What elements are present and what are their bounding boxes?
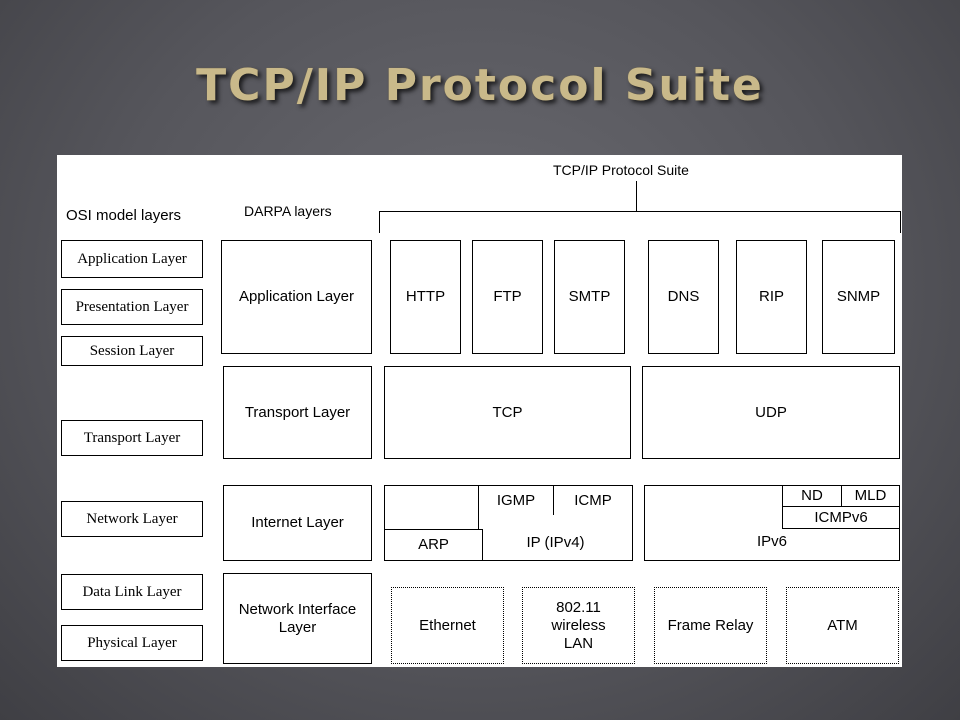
- osi-application-layer: Application Layer: [61, 240, 203, 278]
- darpa-application-layer: Application Layer: [221, 240, 372, 354]
- protocol-dns: DNS: [648, 240, 719, 354]
- protocol-igmp: IGMP: [478, 485, 554, 516]
- protocol-rip: RIP: [736, 240, 807, 354]
- darpa-header: DARPA layers: [244, 203, 332, 219]
- osi-session-layer: Session Layer: [61, 336, 203, 366]
- interface-atm: ATM: [786, 587, 899, 664]
- interface-ethernet: Ethernet: [391, 587, 504, 664]
- osi-network-layer: Network Layer: [61, 501, 203, 537]
- suite-bracket-line: [379, 211, 901, 212]
- osi-transport-layer: Transport Layer: [61, 420, 203, 456]
- darpa-internet-layer: Internet Layer: [223, 485, 372, 561]
- protocol-snmp: SNMP: [822, 240, 895, 354]
- interface-frame-relay: Frame Relay: [654, 587, 767, 664]
- protocol-mld: MLD: [841, 485, 900, 507]
- interface-wireless-lan: 802.11 wireless LAN: [522, 587, 635, 664]
- protocol-tcp: TCP: [384, 366, 631, 459]
- protocol-nd: ND: [782, 485, 842, 507]
- suite-bracket-left: [379, 211, 380, 233]
- protocol-icmp: ICMP: [553, 485, 633, 516]
- protocol-arp: ARP: [384, 529, 483, 561]
- suite-connector-line: [636, 181, 637, 211]
- osi-presentation-layer: Presentation Layer: [61, 289, 203, 325]
- tcpip-diagram: TCP/IP Protocol Suite OSI model layers D…: [57, 155, 902, 667]
- osi-data-link-layer: Data Link Layer: [61, 574, 203, 610]
- darpa-transport-layer: Transport Layer: [223, 366, 372, 459]
- darpa-network-interface-layer: Network Interface Layer: [223, 573, 372, 664]
- suite-label: TCP/IP Protocol Suite: [553, 162, 689, 178]
- protocol-ipv4: IP (IPv4): [478, 515, 633, 561]
- suite-bracket-right: [900, 211, 901, 233]
- protocol-http: HTTP: [390, 240, 461, 354]
- slide-title: TCP/IP Protocol Suite: [196, 60, 764, 111]
- protocol-ftp: FTP: [472, 240, 543, 354]
- osi-physical-layer: Physical Layer: [61, 625, 203, 661]
- protocol-icmpv6: ICMPv6: [782, 506, 900, 529]
- protocol-smtp: SMTP: [554, 240, 625, 354]
- osi-header: OSI model layers: [66, 207, 182, 224]
- protocol-udp: UDP: [642, 366, 900, 459]
